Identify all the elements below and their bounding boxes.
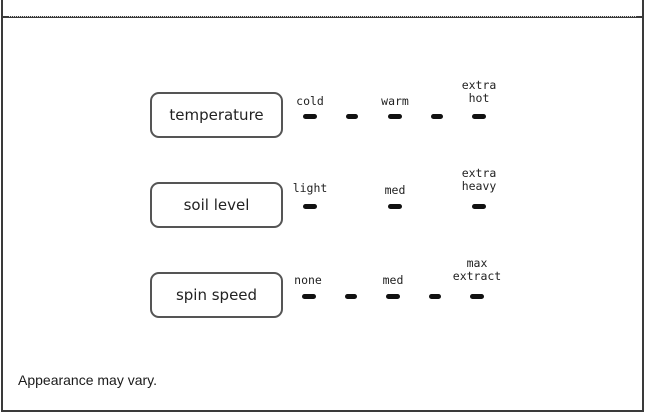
temperature-indicator-light [431, 114, 443, 119]
soil-level-control: soil level light med extra heavy [0, 167, 648, 240]
soil-level-option-med: med [384, 183, 406, 197]
soil-level-option-light: light [292, 181, 328, 195]
temperature-indicator-light [472, 114, 486, 119]
spin-speed-control: spin speed none med max extract [0, 257, 648, 330]
spin-speed-indicator-light [302, 294, 316, 299]
temperature-indicator-light [303, 114, 317, 119]
spin-speed-option-max-extract: max extract [452, 256, 502, 283]
temperature-control: temperature cold warm extra hot [0, 79, 648, 150]
soil-level-indicator-light [388, 204, 402, 209]
spin-speed-indicator-light [429, 294, 441, 299]
spin-speed-option-med: med [382, 273, 404, 287]
temperature-button-label: temperature [169, 106, 264, 124]
temperature-indicator-light [346, 114, 358, 119]
top-border-band [1, 0, 644, 18]
spin-speed-indicator-light [345, 294, 357, 299]
soil-level-indicator-light [472, 204, 486, 209]
appearance-disclaimer: Appearance may vary. [18, 372, 158, 388]
spin-speed-button-label: spin speed [175, 286, 258, 304]
temperature-option-warm: warm [381, 94, 409, 108]
soil-level-button[interactable]: soil level [150, 182, 283, 228]
temperature-indicator-light [388, 114, 402, 119]
temperature-button[interactable]: temperature [150, 92, 283, 138]
soil-level-option-extra-heavy: extra heavy [461, 166, 497, 193]
spin-speed-option-none: none [294, 273, 322, 287]
soil-level-indicator-light [303, 204, 317, 209]
soil-level-button-label: soil level [183, 196, 250, 214]
temperature-option-extra-hot: extra hot [461, 78, 497, 105]
spin-speed-indicator-light [386, 294, 400, 299]
spin-speed-button[interactable]: spin speed [150, 272, 283, 318]
temperature-option-cold: cold [296, 94, 324, 108]
spin-speed-indicator-light [470, 294, 484, 299]
